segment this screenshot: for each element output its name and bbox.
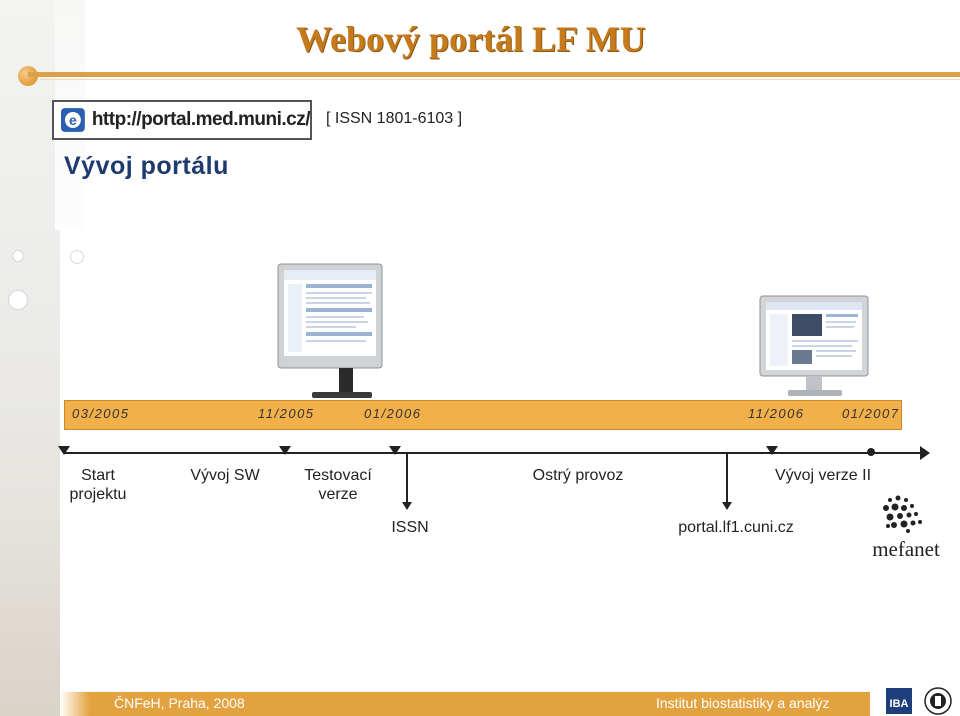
portal-milestone-arrow bbox=[722, 502, 732, 510]
issn-milestone-arrow bbox=[402, 502, 412, 510]
timeline-tick bbox=[766, 446, 778, 455]
issn-milestone-line bbox=[406, 454, 408, 504]
url-text: http://portal.med.muni.cz/ bbox=[91, 109, 311, 130]
milestone-issn: ISSN bbox=[391, 519, 429, 536]
timeline-tick bbox=[58, 446, 70, 455]
date-label: 01/2006 bbox=[364, 406, 422, 421]
date-label: 03/2005 bbox=[72, 406, 130, 421]
phase-testovaci-line2: verze bbox=[318, 486, 358, 503]
phase-vyvoj-verze-2: Vývoj verze II bbox=[774, 467, 872, 484]
ie-icon: e bbox=[60, 108, 85, 132]
issn-label: [ ISSN 1801-6103 ] bbox=[326, 110, 463, 127]
decor-dot bbox=[12, 250, 24, 262]
timeline-arrowhead bbox=[920, 446, 930, 460]
phase-ostry-provoz: Ostrý provoz bbox=[532, 467, 624, 484]
timeline-tick-dot bbox=[867, 448, 875, 456]
phase-start-line2: projektu bbox=[69, 486, 127, 503]
page-title: Webový portál LF MU bbox=[296, 19, 646, 59]
footer-bar bbox=[90, 692, 870, 716]
date-label: 11/2006 bbox=[748, 406, 805, 421]
monitor-old-portal-image bbox=[277, 263, 383, 398]
portal-milestone-line bbox=[726, 454, 728, 504]
footer-copyright: Institut biostatistiky a analýz bbox=[656, 695, 830, 711]
phase-testovaci-line1: Testovací bbox=[304, 467, 372, 484]
timeline-axis bbox=[64, 452, 922, 454]
decor-dot bbox=[70, 250, 84, 264]
header-rule-thin bbox=[40, 79, 960, 80]
iba-logo-text: IBA bbox=[890, 698, 909, 710]
phase-testovaci: Testovací verze bbox=[288, 466, 388, 504]
svg-text:e: e bbox=[69, 112, 77, 128]
phase-vyvoj-sw: Vývoj SW bbox=[190, 467, 260, 484]
timeline-tick bbox=[389, 446, 401, 455]
mefanet-logo: mefanet bbox=[872, 495, 940, 561]
decor-dot bbox=[8, 290, 28, 310]
iba-logo: IBA bbox=[886, 687, 952, 715]
left-decoration bbox=[0, 0, 60, 716]
monitor-new-portal-image bbox=[759, 295, 869, 396]
footer-fade bbox=[60, 692, 90, 716]
timeline-date-band bbox=[64, 400, 902, 430]
date-label: 01/2007 bbox=[842, 406, 900, 421]
phase-start: Start projektu bbox=[58, 466, 138, 504]
mefanet-logo-text: mefanet bbox=[872, 537, 940, 561]
section-title: Vývoj portálu bbox=[64, 152, 229, 180]
date-label: 11/2005 bbox=[258, 406, 315, 421]
footer-event: ČNFeH, Praha, 2008 bbox=[114, 695, 245, 711]
phase-start-line1: Start bbox=[81, 467, 115, 484]
url-box: e http://portal.med.muni.cz/ bbox=[52, 100, 312, 140]
milestone-portal: portal.lf1.cuni.cz bbox=[678, 519, 794, 536]
timeline-tick bbox=[279, 446, 291, 455]
header-rule bbox=[28, 72, 960, 77]
